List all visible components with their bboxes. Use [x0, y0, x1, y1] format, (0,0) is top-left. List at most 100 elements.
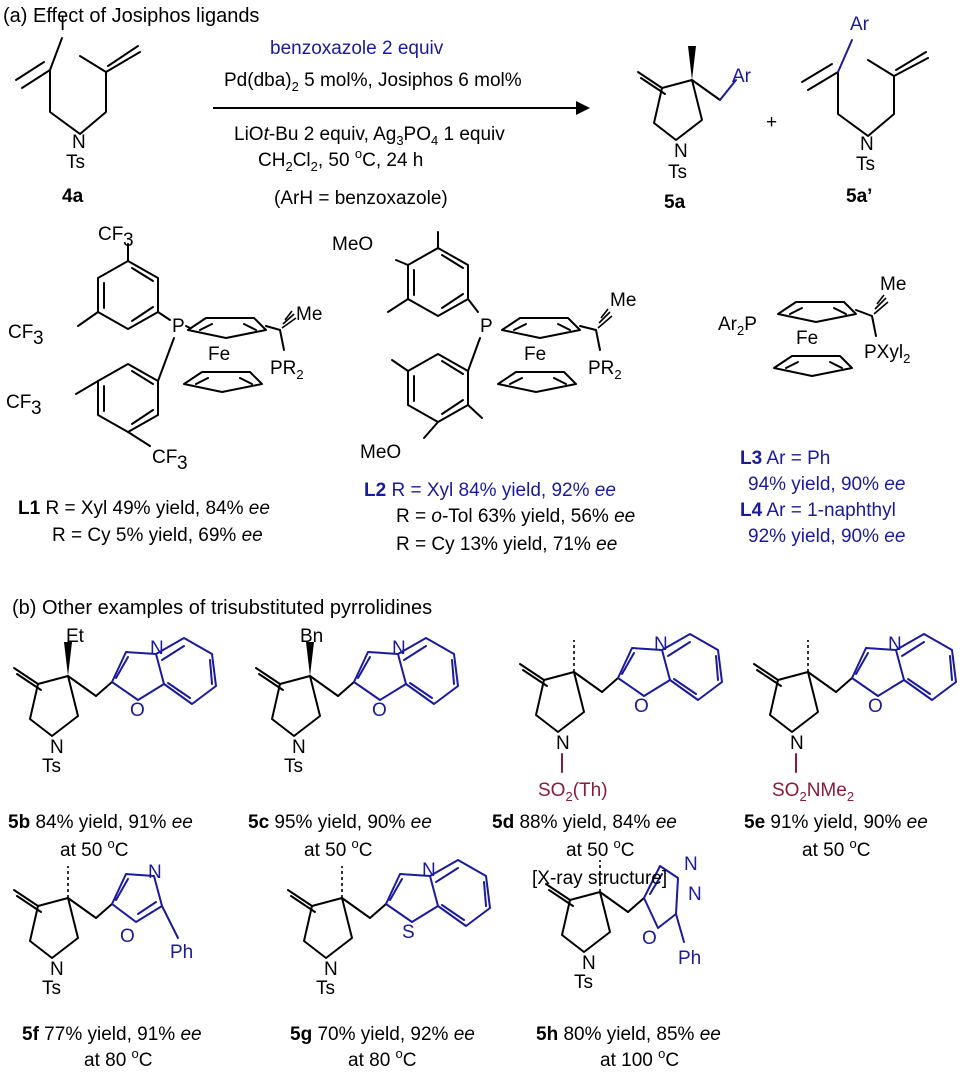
label-5a-prime: 5a’ [846, 186, 872, 207]
svg-text:N: N [150, 638, 164, 659]
condition-base: LiOt-Bu 2 equiv, Ag3PO4 1 equiv [234, 124, 505, 148]
svg-text:Ts: Ts [284, 756, 303, 777]
svg-text:O: O [642, 928, 657, 949]
temp-5g: at 80 oC [348, 1046, 417, 1071]
result-L1-xyl: L1 R = Xyl 49% yield, 84% ee [18, 498, 270, 519]
compound-5c: Bn N O N Ts [255, 626, 459, 777]
svg-text:Fe: Fe [796, 328, 818, 349]
result-L4-yield: 92% yield, 90% ee [748, 526, 905, 547]
reaction-conditions: benzoxazole 2 equiv Pd(dba)2 5 mol%, Jos… [213, 38, 590, 209]
svg-text:CF: CF [152, 447, 177, 468]
svg-text:Ts: Ts [42, 978, 61, 999]
compound-5h: N N O Ph N Ts [545, 854, 702, 993]
result-L1-cy: R = Cy 5% yield, 69% ee [52, 525, 263, 546]
svg-text:CF: CF [98, 224, 123, 245]
svg-text:Me: Me [296, 304, 322, 325]
temp-5e: at 50 oC [802, 836, 871, 861]
result-L4-desc: L4 Ar = 1-naphthyl [740, 500, 896, 521]
svg-text:N: N [50, 737, 64, 758]
svg-text:S: S [402, 922, 415, 943]
result-L2-cy: R = Cy 13% yield, 71% ee [396, 534, 617, 555]
aryl-label: Ar [732, 66, 752, 87]
compound-5e: N O N SO2NMe2 [753, 633, 957, 804]
svg-text:PR2: PR2 [270, 358, 304, 382]
condition-note: (ArH = benzoxazole) [274, 188, 448, 209]
temp-5h: at 100 oC [600, 1046, 679, 1071]
svg-text:3: 3 [177, 453, 188, 474]
result-L2-xyl: L2 R = Xyl 84% yield, 92% ee [364, 480, 616, 501]
result-5h: 5h 80% yield, 85% ee [536, 1024, 721, 1045]
temp-5f: at 80 oC [84, 1046, 153, 1071]
svg-text:Me: Me [880, 274, 906, 295]
svg-text:N: N [888, 634, 902, 655]
compound-5f: N O Ph N Ts [13, 862, 193, 999]
svg-text:Ts: Ts [574, 972, 593, 993]
n-label: N [72, 132, 86, 153]
result-5g: 5g 70% yield, 92% ee [290, 1024, 475, 1045]
svg-text:Bn: Bn [300, 626, 323, 647]
compound-5b: Et N O N Ts [13, 626, 217, 777]
svg-text:N: N [148, 862, 162, 883]
result-L3-desc: L3 Ar = Ph [740, 448, 830, 469]
note-5d: [X-ray structure] [532, 868, 667, 889]
svg-text:Ts: Ts [316, 978, 335, 999]
temp-5c: at 50 oC [304, 836, 373, 861]
svg-text:3: 3 [123, 230, 134, 251]
result-L2-otol: R = o-Tol 63% yield, 56% ee [396, 506, 635, 527]
svg-text:CF: CF [6, 392, 31, 413]
svg-text:MeO: MeO [360, 442, 401, 463]
result-5e: 5e 91% yield, 90% ee [744, 812, 928, 833]
temp-5d: at 50 oC [566, 836, 635, 861]
ts-label: Ts [66, 152, 85, 173]
svg-text:N: N [674, 141, 688, 162]
svg-text:N: N [292, 737, 306, 758]
svg-text:Fe: Fe [524, 344, 546, 365]
condition-reagent: benzoxazole 2 equiv [270, 38, 444, 59]
condition-catalyst: Pd(dba)2 5 mol%, Josiphos 6 mol% [224, 70, 522, 94]
svg-text:N: N [654, 634, 668, 655]
svg-text:Ph: Ph [170, 942, 193, 963]
svg-text:N: N [860, 134, 874, 155]
svg-text:O: O [130, 700, 145, 721]
svg-text:3: 3 [31, 398, 42, 419]
section-a-title: (a) Effect of Josiphos ligands [3, 5, 259, 27]
plus-sign: + [766, 112, 777, 133]
label-5a: 5a [664, 192, 686, 213]
svg-text:O: O [634, 696, 649, 717]
svg-text:N: N [324, 959, 338, 980]
svg-text:N: N [688, 884, 702, 905]
svg-text:Ar: Ar [850, 14, 870, 35]
result-5f: 5f 77% yield, 91% ee [22, 1024, 202, 1045]
result-5c: 5c 95% yield, 90% ee [248, 812, 432, 833]
condition-solvent: CH2Cl2, 50 oC, 24 h [258, 146, 423, 174]
arrow-head [576, 101, 590, 115]
svg-text:O: O [120, 926, 135, 947]
svg-text:Ar2P: Ar2P [718, 314, 757, 338]
svg-text:N: N [556, 733, 570, 754]
iodo-label: I [60, 14, 65, 35]
svg-text:O: O [372, 700, 387, 721]
section-b-title: (b) Other examples of trisubstituted pyr… [12, 597, 432, 619]
result-5b: 5b 84% yield, 91% ee [8, 812, 193, 833]
svg-text:SO2(Th): SO2(Th) [538, 780, 608, 804]
svg-text:N: N [684, 854, 698, 875]
ligand-L2: MeO P MeO Fe Me PR2 [332, 231, 636, 463]
ligand-L3-L4: Ar2P Fe Me PXyl2 [718, 274, 910, 377]
svg-text:Et: Et [66, 626, 85, 647]
svg-text:SO2NMe2: SO2NMe2 [772, 780, 854, 804]
svg-text:Ph: Ph [678, 948, 701, 969]
svg-text:PR2: PR2 [588, 358, 622, 382]
label-4a: 4a [62, 186, 84, 207]
svg-text:O: O [868, 696, 883, 717]
svg-text:N: N [790, 733, 804, 754]
svg-text:N: N [392, 638, 406, 659]
compound-5a-prime: Ar N Ts 5a’ [801, 14, 929, 207]
svg-text:P: P [172, 316, 185, 337]
result-L3-yield: 94% yield, 90% ee [748, 474, 905, 495]
result-5d: 5d 88% yield, 84% ee [492, 812, 677, 833]
svg-text:Me: Me [610, 290, 636, 311]
compound-5d: N O N SO2(Th) [519, 633, 723, 804]
compound-5a: N Ts Ar 5a [637, 46, 752, 213]
